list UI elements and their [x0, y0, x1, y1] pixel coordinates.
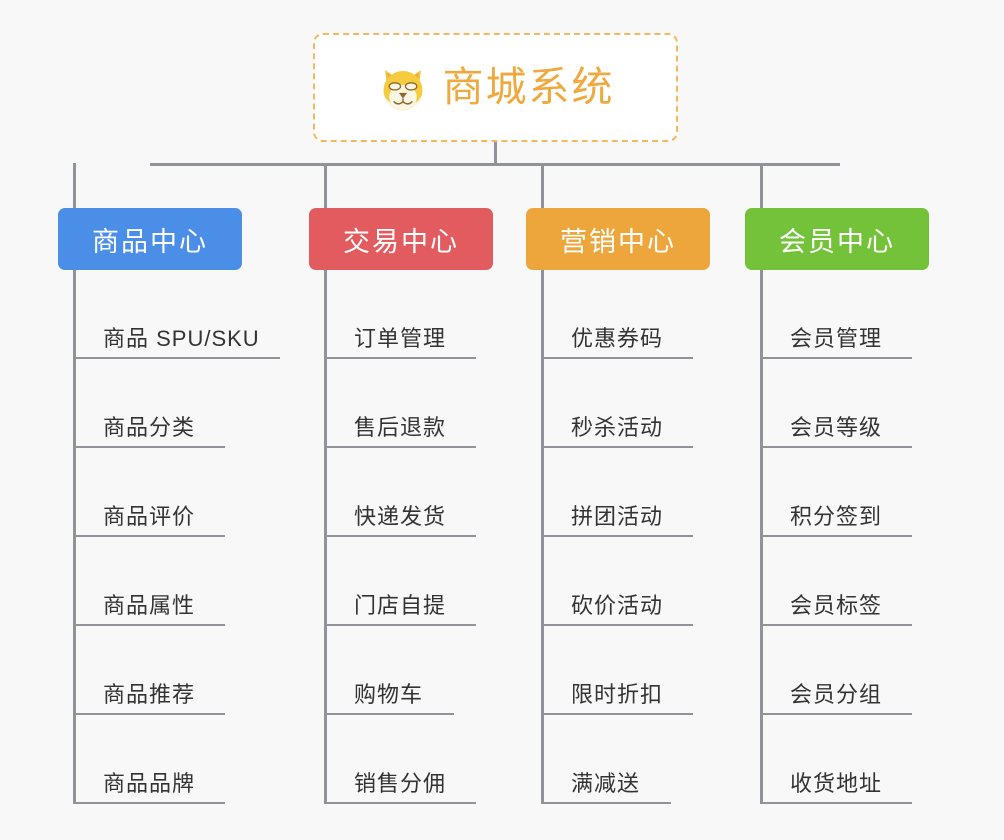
leaf-label: 订单管理	[354, 326, 447, 351]
category-label: 商品中心	[92, 226, 208, 257]
leaf-underline	[760, 713, 912, 715]
category-label: 会员中心	[779, 226, 895, 257]
leaf-item[interactable]: 会员管理	[760, 270, 912, 359]
leaf-underline	[541, 357, 693, 359]
leaf-spine	[541, 270, 544, 804]
leaf-label: 会员分组	[790, 682, 883, 707]
leaf-underline	[760, 802, 912, 804]
leaf-underline	[760, 357, 912, 359]
leaf-item[interactable]: 订单管理	[324, 270, 476, 359]
leaf-column-4: 会员管理会员等级积分签到会员标签会员分组收货地址	[760, 270, 912, 804]
category-label: 营销中心	[560, 226, 676, 257]
leaf-underline	[760, 446, 912, 448]
leaf-label: 砍价活动	[571, 593, 664, 618]
leaf-column-2: 订单管理售后退款快递发货门店自提购物车销售分佣	[324, 270, 476, 804]
root-title: 商城系统	[442, 64, 615, 110]
shiba-dog-face-icon	[383, 69, 422, 111]
leaf-label: 优惠券码	[571, 326, 664, 351]
leaf-label: 拼团活动	[571, 504, 664, 529]
leaf-underline	[324, 802, 476, 804]
leaf-label: 积分签到	[790, 504, 883, 529]
leaf-label: 售后退款	[354, 415, 447, 440]
leaf-label: 满减送	[571, 771, 641, 796]
leaf-underline	[541, 802, 671, 804]
leaf-item[interactable]: 商品 SPU/SKU	[73, 270, 280, 359]
category-box-2[interactable]: 交易中心	[309, 208, 493, 270]
leaf-underline	[541, 535, 693, 537]
leaf-label: 会员管理	[790, 326, 883, 351]
leaf-label: 商品推荐	[103, 682, 196, 707]
leaf-label: 商品分类	[103, 415, 196, 440]
leaf-underline	[324, 624, 476, 626]
leaf-underline	[541, 624, 693, 626]
category-box-3[interactable]: 营销中心	[526, 208, 710, 270]
leaf-underline	[324, 446, 476, 448]
leaf-underline	[73, 802, 225, 804]
root-node[interactable]: 商城系统	[313, 33, 678, 142]
leaf-spine	[73, 270, 76, 804]
leaf-label: 会员标签	[790, 593, 883, 618]
leaf-underline	[73, 713, 225, 715]
leaf-underline	[73, 446, 225, 448]
leaf-label: 销售分佣	[354, 771, 447, 796]
leaf-underline	[760, 535, 912, 537]
leaf-label: 购物车	[354, 682, 424, 707]
connector-root-stem	[494, 142, 497, 164]
leaf-item[interactable]: 购物车	[324, 626, 454, 715]
leaf-item[interactable]: 商品属性	[73, 537, 260, 626]
leaf-item[interactable]: 会员等级	[760, 359, 912, 448]
leaf-item[interactable]: 满减送	[541, 715, 671, 804]
leaf-item[interactable]: 商品评价	[73, 448, 260, 537]
leaf-item[interactable]: 优惠券码	[541, 270, 693, 359]
leaf-item[interactable]: 会员标签	[760, 537, 912, 626]
leaf-underline	[541, 713, 693, 715]
leaf-underline	[73, 357, 280, 359]
leaf-item[interactable]: 商品分类	[73, 359, 260, 448]
leaf-label: 会员等级	[790, 415, 883, 440]
leaf-item[interactable]: 销售分佣	[324, 715, 476, 804]
category-box-4[interactable]: 会员中心	[745, 208, 929, 270]
leaf-underline	[73, 624, 225, 626]
leaf-underline	[324, 713, 454, 715]
leaf-underline	[760, 624, 912, 626]
connector-branch-stem-2	[324, 163, 327, 208]
leaf-label: 快递发货	[354, 504, 447, 529]
connector-branch-stem-4	[760, 163, 763, 208]
leaf-underline	[73, 535, 225, 537]
leaf-spine	[760, 270, 763, 804]
connector-horizontal-bus	[150, 163, 840, 166]
leaf-label: 门店自提	[354, 593, 447, 618]
leaf-item[interactable]: 商品推荐	[73, 626, 260, 715]
leaf-item[interactable]: 砍价活动	[541, 537, 693, 626]
connector-branch-stem-3	[541, 163, 544, 208]
leaf-label: 商品属性	[103, 593, 196, 618]
leaf-underline	[324, 357, 476, 359]
leaf-item[interactable]: 限时折扣	[541, 626, 693, 715]
leaf-label: 商品 SPU/SKU	[103, 326, 260, 351]
category-label: 交易中心	[343, 226, 459, 257]
leaf-item[interactable]: 会员分组	[760, 626, 912, 715]
leaf-label: 商品评价	[103, 504, 196, 529]
category-box-1[interactable]: 商品中心	[58, 208, 242, 270]
leaf-item[interactable]: 秒杀活动	[541, 359, 693, 448]
connector-branch-stem-1	[73, 163, 76, 208]
leaf-item[interactable]: 收货地址	[760, 715, 912, 804]
leaf-item[interactable]: 积分签到	[760, 448, 912, 537]
leaf-underline	[324, 535, 476, 537]
leaf-label: 商品品牌	[103, 771, 196, 796]
leaf-item[interactable]: 售后退款	[324, 359, 476, 448]
leaf-spine	[324, 270, 327, 804]
leaf-item[interactable]: 拼团活动	[541, 448, 693, 537]
leaf-column-1: 商品 SPU/SKU 商品分类商品评价商品属性商品推荐商品品牌	[73, 270, 280, 804]
leaf-underline	[541, 446, 693, 448]
leaf-label: 秒杀活动	[571, 415, 664, 440]
leaf-item[interactable]: 快递发货	[324, 448, 476, 537]
leaf-item[interactable]: 门店自提	[324, 537, 476, 626]
leaf-label: 收货地址	[790, 771, 883, 796]
leaf-item[interactable]: 商品品牌	[73, 715, 260, 804]
leaf-label: 限时折扣	[571, 682, 664, 707]
leaf-column-3: 优惠券码秒杀活动拼团活动砍价活动限时折扣满减送	[541, 270, 693, 804]
